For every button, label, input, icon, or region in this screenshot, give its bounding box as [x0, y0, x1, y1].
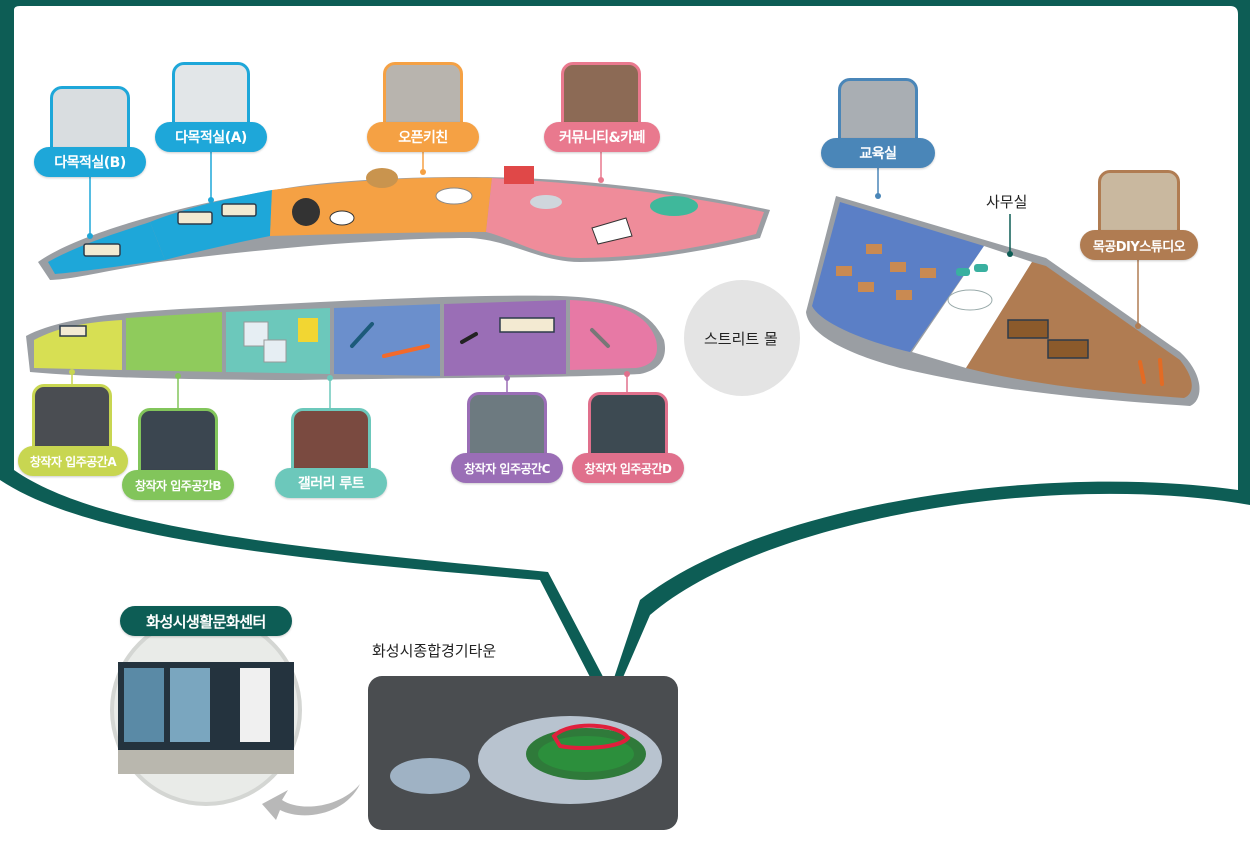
- room-label-office[interactable]: 사무실: [986, 193, 1028, 211]
- classroom-icon: [836, 244, 936, 300]
- room-label-multi-a[interactable]: 다목적실(A): [155, 122, 267, 152]
- zone-open-kitchen[interactable]: [270, 177, 492, 237]
- arrow-icon: [262, 784, 360, 820]
- zone-woodwork[interactable]: [966, 262, 1192, 398]
- desk-icon: [59, 203, 1089, 359]
- tools-icon: [350, 322, 1164, 386]
- photo-creator-d: [588, 392, 668, 456]
- room-label-gallery[interactable]: 갤러리 루트: [275, 468, 387, 498]
- room-label-creator-c[interactable]: 창작자 입주공간C: [451, 453, 563, 483]
- photo-creator-a: [32, 384, 112, 452]
- room-label-open-kitchen[interactable]: 오픈키친: [367, 122, 479, 152]
- floor-middle-left: [26, 295, 665, 380]
- stadium-label[interactable]: 화성시종합경기타운: [372, 642, 497, 660]
- photo-open-kitchen: [383, 62, 463, 130]
- room-label-education[interactable]: 교육실: [821, 138, 935, 168]
- cafe-icon: [504, 166, 698, 245]
- photo-multi-a: [172, 62, 250, 130]
- room-label-creator-b[interactable]: 창작자 입주공간B: [122, 470, 234, 500]
- gallery-icon: [243, 318, 318, 363]
- meeting-icon: [947, 264, 993, 311]
- stadium-shape: [390, 716, 662, 804]
- zone-education[interactable]: [812, 202, 984, 352]
- photo-multi-b: [50, 86, 130, 156]
- room-label-woodwork[interactable]: 목공DIY스튜디오: [1080, 230, 1198, 260]
- zone-street[interactable]: [334, 304, 440, 376]
- photo-gallery: [291, 408, 371, 474]
- street-mall-circle[interactable]: [684, 280, 800, 396]
- photo-community-cafe: [561, 62, 641, 130]
- photo-woodwork: [1098, 170, 1180, 236]
- zone-creator-c[interactable]: [444, 300, 566, 376]
- zone-creator-b[interactable]: [126, 312, 222, 372]
- culture-center-building: [118, 662, 294, 774]
- zone-creator-d[interactable]: [570, 300, 658, 370]
- room-label-multi-b[interactable]: 다목적실(B): [34, 147, 146, 177]
- connector-lines: [71, 150, 1139, 410]
- room-label-community-cafe[interactable]: 커뮤니티&카페: [544, 122, 660, 152]
- photo-education: [838, 78, 918, 144]
- connector-dots: [69, 169, 1141, 381]
- zone-creator-a[interactable]: [34, 320, 122, 370]
- room-label-creator-a[interactable]: 창작자 입주공간A: [18, 446, 128, 476]
- kitchen-icon: [292, 168, 473, 226]
- photo-creator-c: [467, 392, 547, 456]
- room-label-street-mall[interactable]: 스트리트 몰: [704, 330, 778, 348]
- photo-creator-b: [138, 408, 218, 476]
- culture-center-label[interactable]: 화성시생활문화센터: [120, 606, 292, 636]
- room-label-creator-d[interactable]: 창작자 입주공간D: [572, 453, 684, 483]
